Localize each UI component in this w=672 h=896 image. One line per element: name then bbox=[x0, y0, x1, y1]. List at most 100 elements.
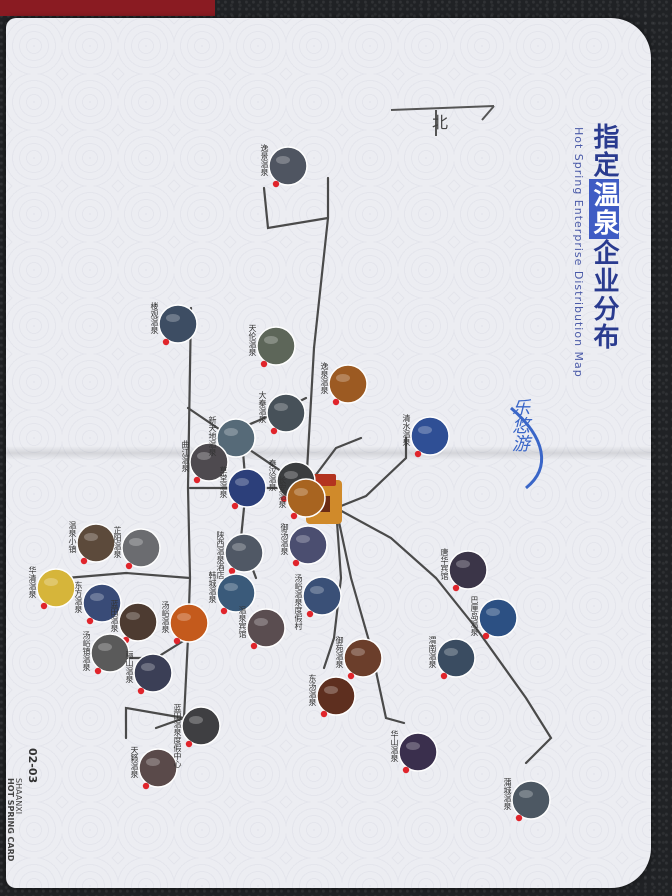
spot-s31[interactable] bbox=[511, 780, 551, 822]
map-pin-icon[interactable] bbox=[347, 672, 355, 680]
spot-s32[interactable] bbox=[216, 573, 256, 615]
spot-s26[interactable] bbox=[316, 676, 356, 718]
map-pin-icon[interactable] bbox=[80, 557, 88, 565]
thumbnail-highlight bbox=[126, 612, 140, 620]
spot-thumbnail[interactable] bbox=[227, 468, 267, 508]
spot-thumbnail[interactable] bbox=[302, 576, 342, 616]
map-pin-icon[interactable] bbox=[260, 360, 268, 368]
spot-thumbnail[interactable] bbox=[268, 146, 308, 186]
spot-thumbnail[interactable] bbox=[118, 602, 158, 642]
spot-thumbnail[interactable] bbox=[90, 633, 130, 673]
spot-thumbnail[interactable] bbox=[133, 653, 173, 693]
map-pin-icon[interactable] bbox=[231, 502, 239, 510]
spot-thumbnail[interactable] bbox=[478, 598, 518, 638]
map-pin-icon[interactable] bbox=[228, 567, 236, 575]
spot-thumbnail[interactable] bbox=[448, 550, 488, 590]
spot-thumbnail[interactable] bbox=[224, 533, 264, 573]
spot-s25[interactable] bbox=[138, 748, 178, 790]
map-pin-icon[interactable] bbox=[185, 740, 193, 748]
thumbnail-highlight bbox=[90, 593, 104, 601]
spot-thumbnail[interactable] bbox=[181, 706, 221, 746]
map-pin-icon[interactable] bbox=[86, 617, 94, 625]
spot-thumbnail[interactable] bbox=[398, 732, 438, 772]
spot-thumbnail[interactable] bbox=[328, 364, 368, 404]
spot-s18[interactable] bbox=[36, 568, 76, 610]
map-pin-icon[interactable] bbox=[173, 637, 181, 645]
spot-s14[interactable] bbox=[288, 525, 328, 567]
spot-s30[interactable] bbox=[398, 732, 438, 774]
map-pin-icon[interactable] bbox=[270, 427, 278, 435]
map-pin-icon[interactable] bbox=[292, 559, 300, 567]
map-pin-icon[interactable] bbox=[193, 476, 201, 484]
map-pin-icon[interactable] bbox=[162, 338, 170, 346]
map-pin-icon[interactable] bbox=[272, 180, 280, 188]
spot-thumbnail[interactable] bbox=[256, 326, 296, 366]
map-pin-icon[interactable] bbox=[290, 512, 298, 520]
spot-s20[interactable] bbox=[118, 602, 158, 644]
spot-s13[interactable] bbox=[169, 603, 209, 645]
spot-thumbnail[interactable] bbox=[76, 523, 116, 563]
spot-s10[interactable] bbox=[410, 416, 450, 458]
spot-thumbnail[interactable] bbox=[169, 603, 209, 643]
spot-thumbnail[interactable] bbox=[82, 583, 122, 623]
spot-s2[interactable] bbox=[158, 304, 198, 346]
spot-thumbnail[interactable] bbox=[216, 418, 256, 458]
spot-thumbnail[interactable] bbox=[246, 608, 286, 648]
map-pin-icon[interactable] bbox=[250, 642, 258, 650]
map-pin-icon[interactable] bbox=[40, 602, 48, 610]
spot-thumbnail[interactable] bbox=[36, 568, 76, 608]
map-pin-icon[interactable] bbox=[94, 667, 102, 675]
spot-thumbnail[interactable] bbox=[216, 573, 256, 613]
hot-spring-map-page: 指定温泉企业分布 Hot Spring Enterprise Distribut… bbox=[6, 18, 651, 888]
spot-s1[interactable] bbox=[268, 146, 308, 188]
map-pin-icon[interactable] bbox=[142, 782, 150, 790]
spot-thumbnail[interactable] bbox=[286, 478, 326, 518]
map-pin-icon[interactable] bbox=[280, 495, 288, 503]
spot-s8[interactable] bbox=[227, 468, 267, 510]
spot-s23[interactable] bbox=[343, 638, 383, 680]
map-pin-icon[interactable] bbox=[515, 814, 523, 822]
spot-s16[interactable] bbox=[76, 523, 116, 565]
spot-s11[interactable] bbox=[286, 478, 326, 520]
map-pin-icon[interactable] bbox=[332, 398, 340, 406]
spot-s21[interactable] bbox=[90, 633, 130, 675]
spot-s5[interactable] bbox=[266, 393, 306, 435]
thumbnail-highlight bbox=[232, 543, 246, 551]
spot-thumbnail[interactable] bbox=[410, 416, 450, 456]
map-pin-icon[interactable] bbox=[452, 584, 460, 592]
spot-thumbnail[interactable] bbox=[436, 638, 476, 678]
spot-s28[interactable] bbox=[478, 598, 518, 640]
map-pin-icon[interactable] bbox=[320, 710, 328, 718]
spot-thumbnail[interactable] bbox=[316, 676, 356, 716]
spot-s15[interactable] bbox=[121, 528, 161, 570]
spot-thumbnail[interactable] bbox=[266, 393, 306, 433]
thumbnail-highlight bbox=[406, 742, 420, 750]
spot-s24[interactable] bbox=[181, 706, 221, 748]
spot-thumbnail[interactable] bbox=[138, 748, 178, 788]
spot-thumbnail[interactable] bbox=[288, 525, 328, 565]
spot-thumbnail[interactable] bbox=[343, 638, 383, 678]
map-pin-icon[interactable] bbox=[306, 610, 314, 618]
spot-s29[interactable] bbox=[436, 638, 476, 680]
map-pin-icon[interactable] bbox=[402, 766, 410, 774]
spot-s27[interactable] bbox=[448, 550, 488, 592]
spot-s22[interactable] bbox=[133, 653, 173, 695]
spot-thumbnail[interactable] bbox=[511, 780, 551, 820]
map-pin-icon[interactable] bbox=[137, 687, 145, 695]
map-pin-icon[interactable] bbox=[482, 632, 490, 640]
spot-s3[interactable] bbox=[256, 326, 296, 368]
spot-thumbnail[interactable] bbox=[158, 304, 198, 344]
spot-s19[interactable] bbox=[82, 583, 122, 625]
map-pin-icon[interactable] bbox=[414, 450, 422, 458]
spot-label: 温泉宾馆 bbox=[238, 606, 247, 638]
map-pin-icon[interactable] bbox=[220, 607, 228, 615]
spot-s33[interactable] bbox=[246, 608, 286, 650]
spot-s4[interactable] bbox=[328, 364, 368, 406]
map-pin-icon[interactable] bbox=[440, 672, 448, 680]
spot-thumbnail[interactable] bbox=[121, 528, 161, 568]
spot-thumbnail[interactable] bbox=[189, 442, 229, 482]
spot-s12[interactable] bbox=[224, 533, 264, 575]
spot-s7[interactable] bbox=[189, 442, 229, 484]
map-pin-icon[interactable] bbox=[125, 562, 133, 570]
spot-s17[interactable] bbox=[302, 576, 342, 618]
